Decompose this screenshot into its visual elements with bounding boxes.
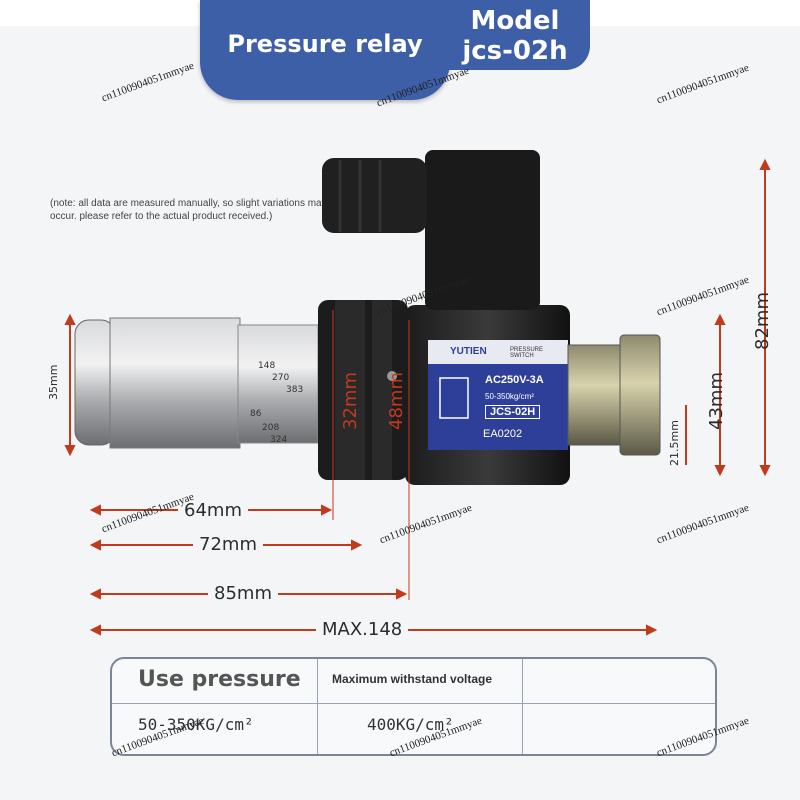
dial-number: 86 [250, 409, 262, 419]
dial-number: 270 [272, 373, 290, 383]
dimension-32: 32mm [340, 372, 361, 430]
dimension-max: MAX.148 [316, 619, 409, 640]
table-divider [522, 659, 523, 754]
dimension-64: 64mm [178, 500, 248, 521]
model-badge: Model jcs-02h [440, 0, 590, 70]
page-title: Pressure relay [227, 30, 423, 58]
dimension-48: 48mm [386, 372, 407, 430]
dimension-43: 43mm [706, 372, 727, 430]
model-code: jcs-02h [462, 36, 568, 66]
nameplate-type: PRESSURE SWITCH [510, 347, 544, 359]
table-divider [317, 659, 318, 754]
nameplate-brand: YUTIEN [450, 346, 487, 357]
dimension-85: 85mm [208, 583, 278, 604]
dimension-21-5: 21.5mm [668, 420, 681, 466]
device-nameplate [428, 340, 568, 450]
model-label: Model [470, 6, 560, 36]
use-pressure-value: 50-350KG/cm² [138, 715, 254, 734]
nameplate-rating: AC250V-3A [485, 374, 544, 386]
plug-connector [322, 150, 540, 310]
dial-number: 324 [270, 435, 288, 445]
withstand-voltage-value: 400KG/cm² [367, 715, 454, 734]
nameplate-code: EA0202 [483, 428, 523, 440]
use-pressure-header: Use pressure [138, 667, 301, 692]
withstand-voltage-header: Maximum withstand voltage [332, 672, 493, 686]
dimension-35: 35mm [47, 364, 60, 400]
measurement-note: (note: all data are measured manually, s… [50, 198, 327, 222]
dimension-lines [64, 158, 771, 636]
spec-table: Use pressure Maximum withstand voltage 5… [110, 657, 717, 756]
pipe-fitting [567, 334, 661, 456]
black-ring [318, 300, 408, 480]
dial-number: 148 [258, 361, 276, 371]
adjust-knob [74, 317, 319, 449]
dial-number: 383 [286, 385, 304, 395]
dial-scale: 86 148 208 270 324 383 [248, 338, 318, 448]
dimension-82: 82mm [752, 292, 773, 350]
dimension-72: 72mm [193, 534, 263, 555]
nameplate-model: JCS-02H [485, 405, 541, 419]
dial-number: 208 [262, 423, 280, 433]
table-divider [112, 703, 715, 704]
nameplate-range: 50-350kg/cm² [485, 392, 534, 401]
title-banner: Pressure relay [200, 0, 450, 100]
